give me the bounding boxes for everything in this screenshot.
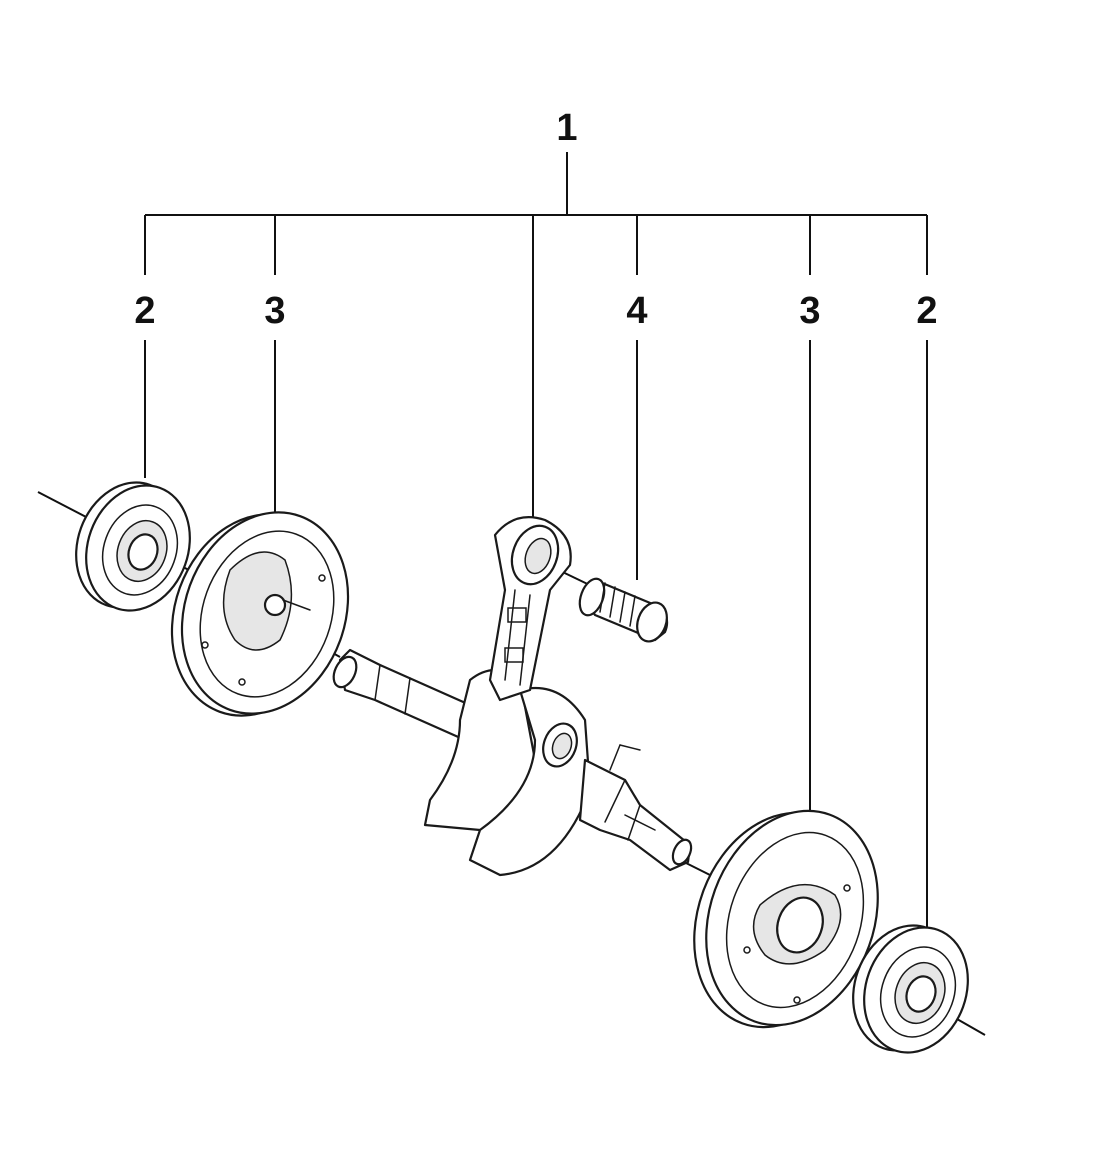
callout-seal-left: 3 — [264, 290, 285, 332]
crankshaft — [332, 648, 693, 877]
callout-bearing-right: 2 — [916, 290, 937, 332]
ball-bearing-right — [852, 924, 969, 1054]
leader-lines — [144, 152, 928, 928]
connecting-rod — [488, 516, 572, 702]
seal-left — [170, 511, 350, 717]
callout-assembly: 1 — [556, 107, 577, 149]
callout-bearing-left: 2 — [134, 290, 155, 332]
seal-right — [693, 809, 879, 1029]
callout-needle-bearing: 4 — [626, 290, 647, 332]
callout-seal-right: 3 — [799, 290, 820, 332]
needle-bearing — [578, 577, 669, 643]
ball-bearing-left — [75, 481, 191, 612]
